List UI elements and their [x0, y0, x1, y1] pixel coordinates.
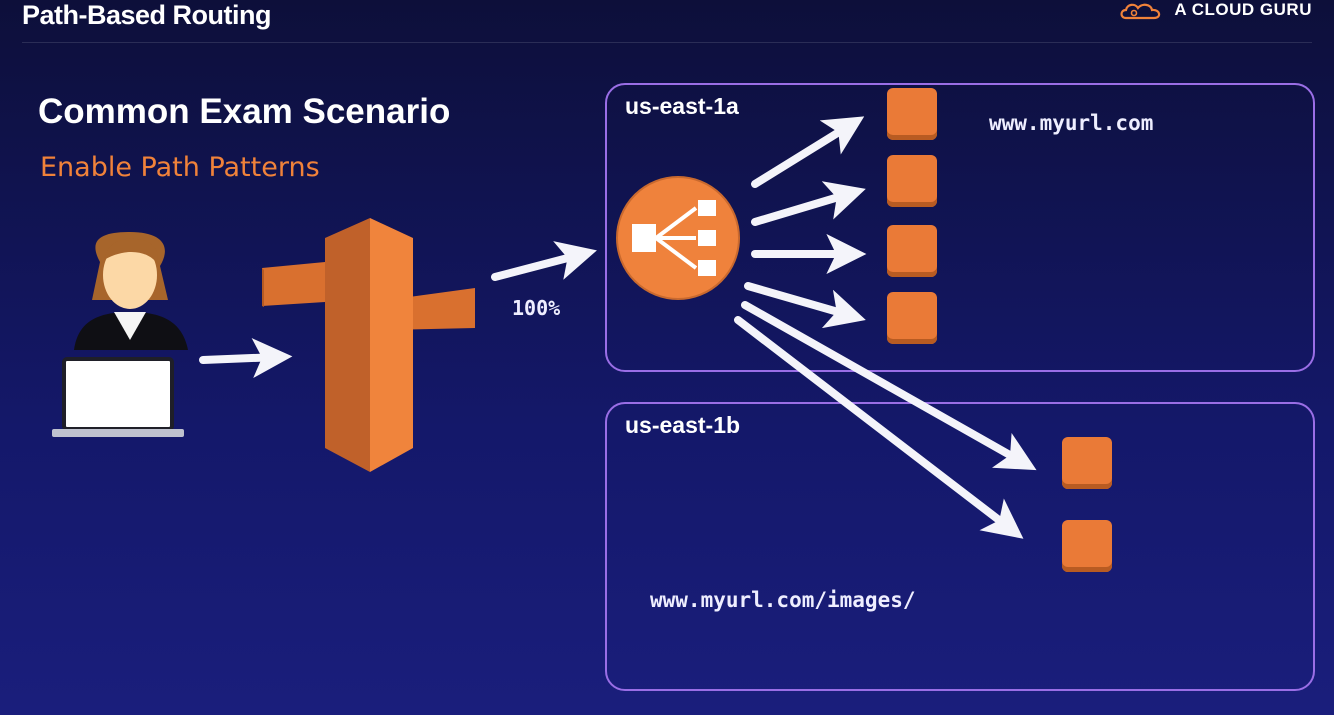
- slide-subheading: Enable Path Patterns: [40, 152, 320, 183]
- ec2-instance-icon: [1062, 520, 1112, 572]
- traffic-arrows: [199, 116, 1037, 539]
- brand-name: A CLOUD GURU: [1174, 0, 1312, 19]
- availability-zone-a: [605, 83, 1315, 372]
- header-divider: [22, 42, 1312, 43]
- ec2-instance-icon: [1062, 437, 1112, 489]
- traffic-percentage: 100%: [512, 296, 561, 320]
- cloud-logo-icon: [1120, 3, 1161, 20]
- zone-b-url: www.myurl.com/images/: [650, 588, 916, 612]
- zone-a-label: us-east-1a: [625, 93, 739, 119]
- ec2-instance-icon: [887, 225, 937, 277]
- slide-title: Path-Based Routing: [22, 0, 272, 30]
- load-balancer-icon: [616, 176, 740, 300]
- user-laptop-icon: [52, 232, 188, 437]
- ec2-instance-icon: [887, 155, 937, 207]
- ec2-instance-icon: [887, 88, 937, 140]
- slide-heading: Common Exam Scenario: [38, 92, 451, 131]
- zone-b-label: us-east-1b: [625, 412, 741, 438]
- brand-logo: A CLOUD GURU: [1118, 0, 1312, 20]
- ec2-instance-icon: [887, 292, 937, 344]
- zone-a-url: www.myurl.com: [989, 111, 1154, 135]
- availability-zone-b: [605, 402, 1315, 691]
- route53-icon: [262, 218, 475, 472]
